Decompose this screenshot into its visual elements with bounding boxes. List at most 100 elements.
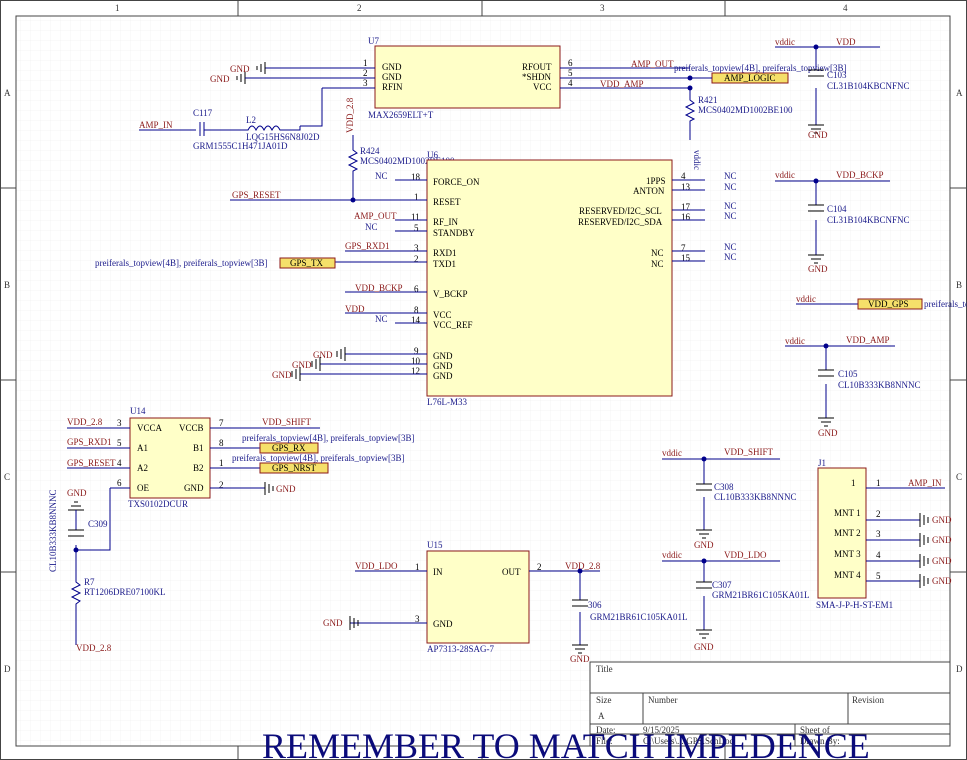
svg-text:C309: C309 (88, 519, 108, 529)
c105-vddic: vddic (785, 336, 805, 346)
svg-text:GND: GND (433, 371, 453, 381)
c307-capacitor[interactable]: C307 GRM21BR61C105KA01L (696, 580, 810, 600)
c306-capacitor[interactable]: 306 GRM21BR61C105KA01L (572, 599, 688, 622)
svg-text:V_BCKP: V_BCKP (433, 289, 468, 299)
u14-gps-rxd1: GPS_RXD1 (67, 437, 112, 447)
svg-text:C308: C308 (714, 482, 734, 492)
svg-text:R424: R424 (360, 146, 380, 156)
c308-vdd-shift: VDD_SHIFT (724, 447, 774, 457)
r421-vddic: vddic (692, 150, 702, 170)
svg-text:CL31B104KBCNFNC: CL31B104KBCNFNC (827, 81, 910, 91)
gnd-c103: GND (808, 124, 828, 140)
row-label-b: B (4, 280, 10, 290)
svg-text:2: 2 (219, 480, 224, 490)
r424-resistor[interactable]: R424 MCS0402MD1002BE100 (347, 135, 455, 200)
u15-ldo-regulator[interactable]: U15 AP7313-28SAG-7 IN GND OUT 1 3 2 (415, 540, 542, 654)
svg-text:9/15/2025: 9/15/2025 (643, 725, 680, 735)
j1-sma-connector[interactable]: J1 SMA-J-P-H-ST-EM1 1 MNT 1 MNT 2 MNT 3 … (816, 458, 893, 610)
svg-text:RF_IN: RF_IN (433, 217, 459, 227)
r7-resistor[interactable]: R7 RT1206DRE07100KL (70, 575, 165, 645)
svg-text:C105: C105 (838, 369, 858, 379)
u6-nc-force: NC (375, 171, 388, 181)
svg-text:A: A (598, 711, 605, 721)
svg-text:VCC_REF: VCC_REF (433, 320, 473, 330)
svg-text:GND: GND (808, 264, 828, 274)
svg-text:MAX2659ELT+T: MAX2659ELT+T (368, 110, 434, 120)
svg-text:4: 4 (117, 458, 122, 468)
svg-text:GND: GND (808, 130, 828, 140)
u14-gps-reset: GPS_RESET (67, 458, 116, 468)
vdd-amp-net: VDD_AMP (600, 79, 644, 89)
r421-resistor[interactable]: R421 MCS0402MD1002BE100 (684, 88, 793, 140)
svg-text:GPS_NRST: GPS_NRST (272, 463, 317, 473)
svg-text:VCCA: VCCA (137, 423, 163, 433)
col-label-2: 2 (357, 3, 362, 13)
svg-text:Drawn By:: Drawn By: (800, 736, 840, 746)
row-label-c-right: C (956, 472, 962, 482)
c105-capacitor[interactable]: C105 CL10B333KB8NNNC (818, 369, 921, 390)
svg-text:A2: A2 (137, 463, 148, 473)
u15-vdd28-out: VDD_2.8 (565, 561, 601, 571)
svg-text:TXS0102DCUR: TXS0102DCUR (128, 499, 188, 509)
svg-text:RFIN: RFIN (382, 82, 403, 92)
svg-text:4: 4 (568, 78, 573, 88)
svg-text:CL31B104KBCNFNC: CL31B104KBCNFNC (827, 215, 910, 225)
svg-text:A1: A1 (137, 443, 148, 453)
gps-nrst-port[interactable]: GPS_NRST (259, 462, 329, 474)
gps-rx-port[interactable]: GPS_RX (259, 442, 319, 454)
svg-text:2: 2 (414, 254, 419, 264)
u6-nc-sda: NC (724, 211, 737, 221)
svg-text:RXD1: RXD1 (433, 248, 457, 258)
u6-nc-1pps: NC (724, 171, 737, 181)
c103-capacitor[interactable]: C103 CL31B104KBCNFNC (808, 69, 910, 91)
svg-text:GRM21BR61C105KA01L: GRM21BR61C105KA01L (712, 590, 810, 600)
row-label-c: C (4, 472, 10, 482)
c117-capacitor[interactable]: C117 GRM1555C1H471JA01D (139, 108, 288, 151)
svg-text:3: 3 (363, 78, 368, 88)
row-label-d-right: D (956, 664, 963, 674)
gnd-j1: GND GND GND GND (919, 513, 952, 588)
c308-vddic: vddic (662, 448, 682, 458)
svg-text:GND: GND (932, 515, 952, 525)
gnd-u15 (349, 616, 359, 630)
svg-text:MNT 3: MNT 3 (834, 549, 861, 559)
svg-text:MCS0402MD1002BE100: MCS0402MD1002BE100 (698, 105, 793, 115)
r7-vdd28: VDD_2.8 (76, 643, 112, 653)
svg-text:15: 15 (681, 253, 691, 263)
svg-text:C307: C307 (712, 580, 732, 590)
c309-capacitor[interactable]: C309 CL10B333KB8NNNC (48, 489, 108, 572)
svg-text:VDD_GPS: VDD_GPS (868, 299, 909, 309)
c104-capacitor[interactable]: C104 CL31B104KBCNFNC (808, 204, 910, 225)
gps-nrst-xref: preiferals_topview[4B], preiferals_topvi… (232, 453, 404, 463)
c104-vdd-bckp: VDD_BCKP (836, 170, 884, 180)
svg-text:GND: GND (382, 62, 402, 72)
gps-tx-xref: preiferals_topview[4B], preiferals_topvi… (95, 258, 267, 268)
svg-text:B1: B1 (193, 443, 204, 453)
svg-text:1: 1 (415, 562, 420, 572)
u14-level-shifter[interactable]: U14 TXS0102DCUR VCCA A1 A2 OE VCCB B1 B2… (117, 406, 224, 509)
u6-gnd-2: GND (292, 360, 312, 370)
svg-text:18: 18 (411, 172, 421, 182)
gps-tx-port[interactable]: GPS_TX (279, 257, 336, 269)
u7-amplifier[interactable]: U7 MAX2659ELT+T GND GND RFIN RFOUT *SHDN… (363, 36, 573, 120)
u15-vdd-ldo: VDD_LDO (355, 561, 398, 571)
gnd-label-2: GND (210, 74, 230, 84)
svg-text:6: 6 (568, 58, 573, 68)
u6-gps-module[interactable]: U6 L76L-M33 FORCE_ON RESET RF_IN STANDBY… (411, 150, 691, 407)
svg-text:13: 13 (681, 182, 691, 192)
svg-text:GND: GND (694, 540, 714, 550)
impedance-note: REMEMBER TO MATCH IMPEDENCE (262, 726, 870, 760)
vdd-gps-port[interactable]: VDD_GPS (857, 298, 923, 310)
svg-text:2: 2 (876, 509, 881, 519)
svg-text:6: 6 (117, 478, 122, 488)
col-label-4: 4 (843, 3, 848, 13)
svg-text:11: 11 (411, 212, 420, 222)
c309-gnd: GND (67, 488, 87, 498)
l2-inductor[interactable]: L2 LQG15HS6N8J02D (235, 115, 320, 142)
c308-capacitor[interactable]: C308 CL10B333KB8NNNC (696, 482, 797, 502)
svg-text:L76L-M33: L76L-M33 (427, 397, 467, 407)
row-label-b-right: B (956, 280, 962, 290)
amp-logic-port[interactable]: AMP_LOGIC (711, 72, 789, 84)
u6-gnd-1: GND (313, 350, 333, 360)
